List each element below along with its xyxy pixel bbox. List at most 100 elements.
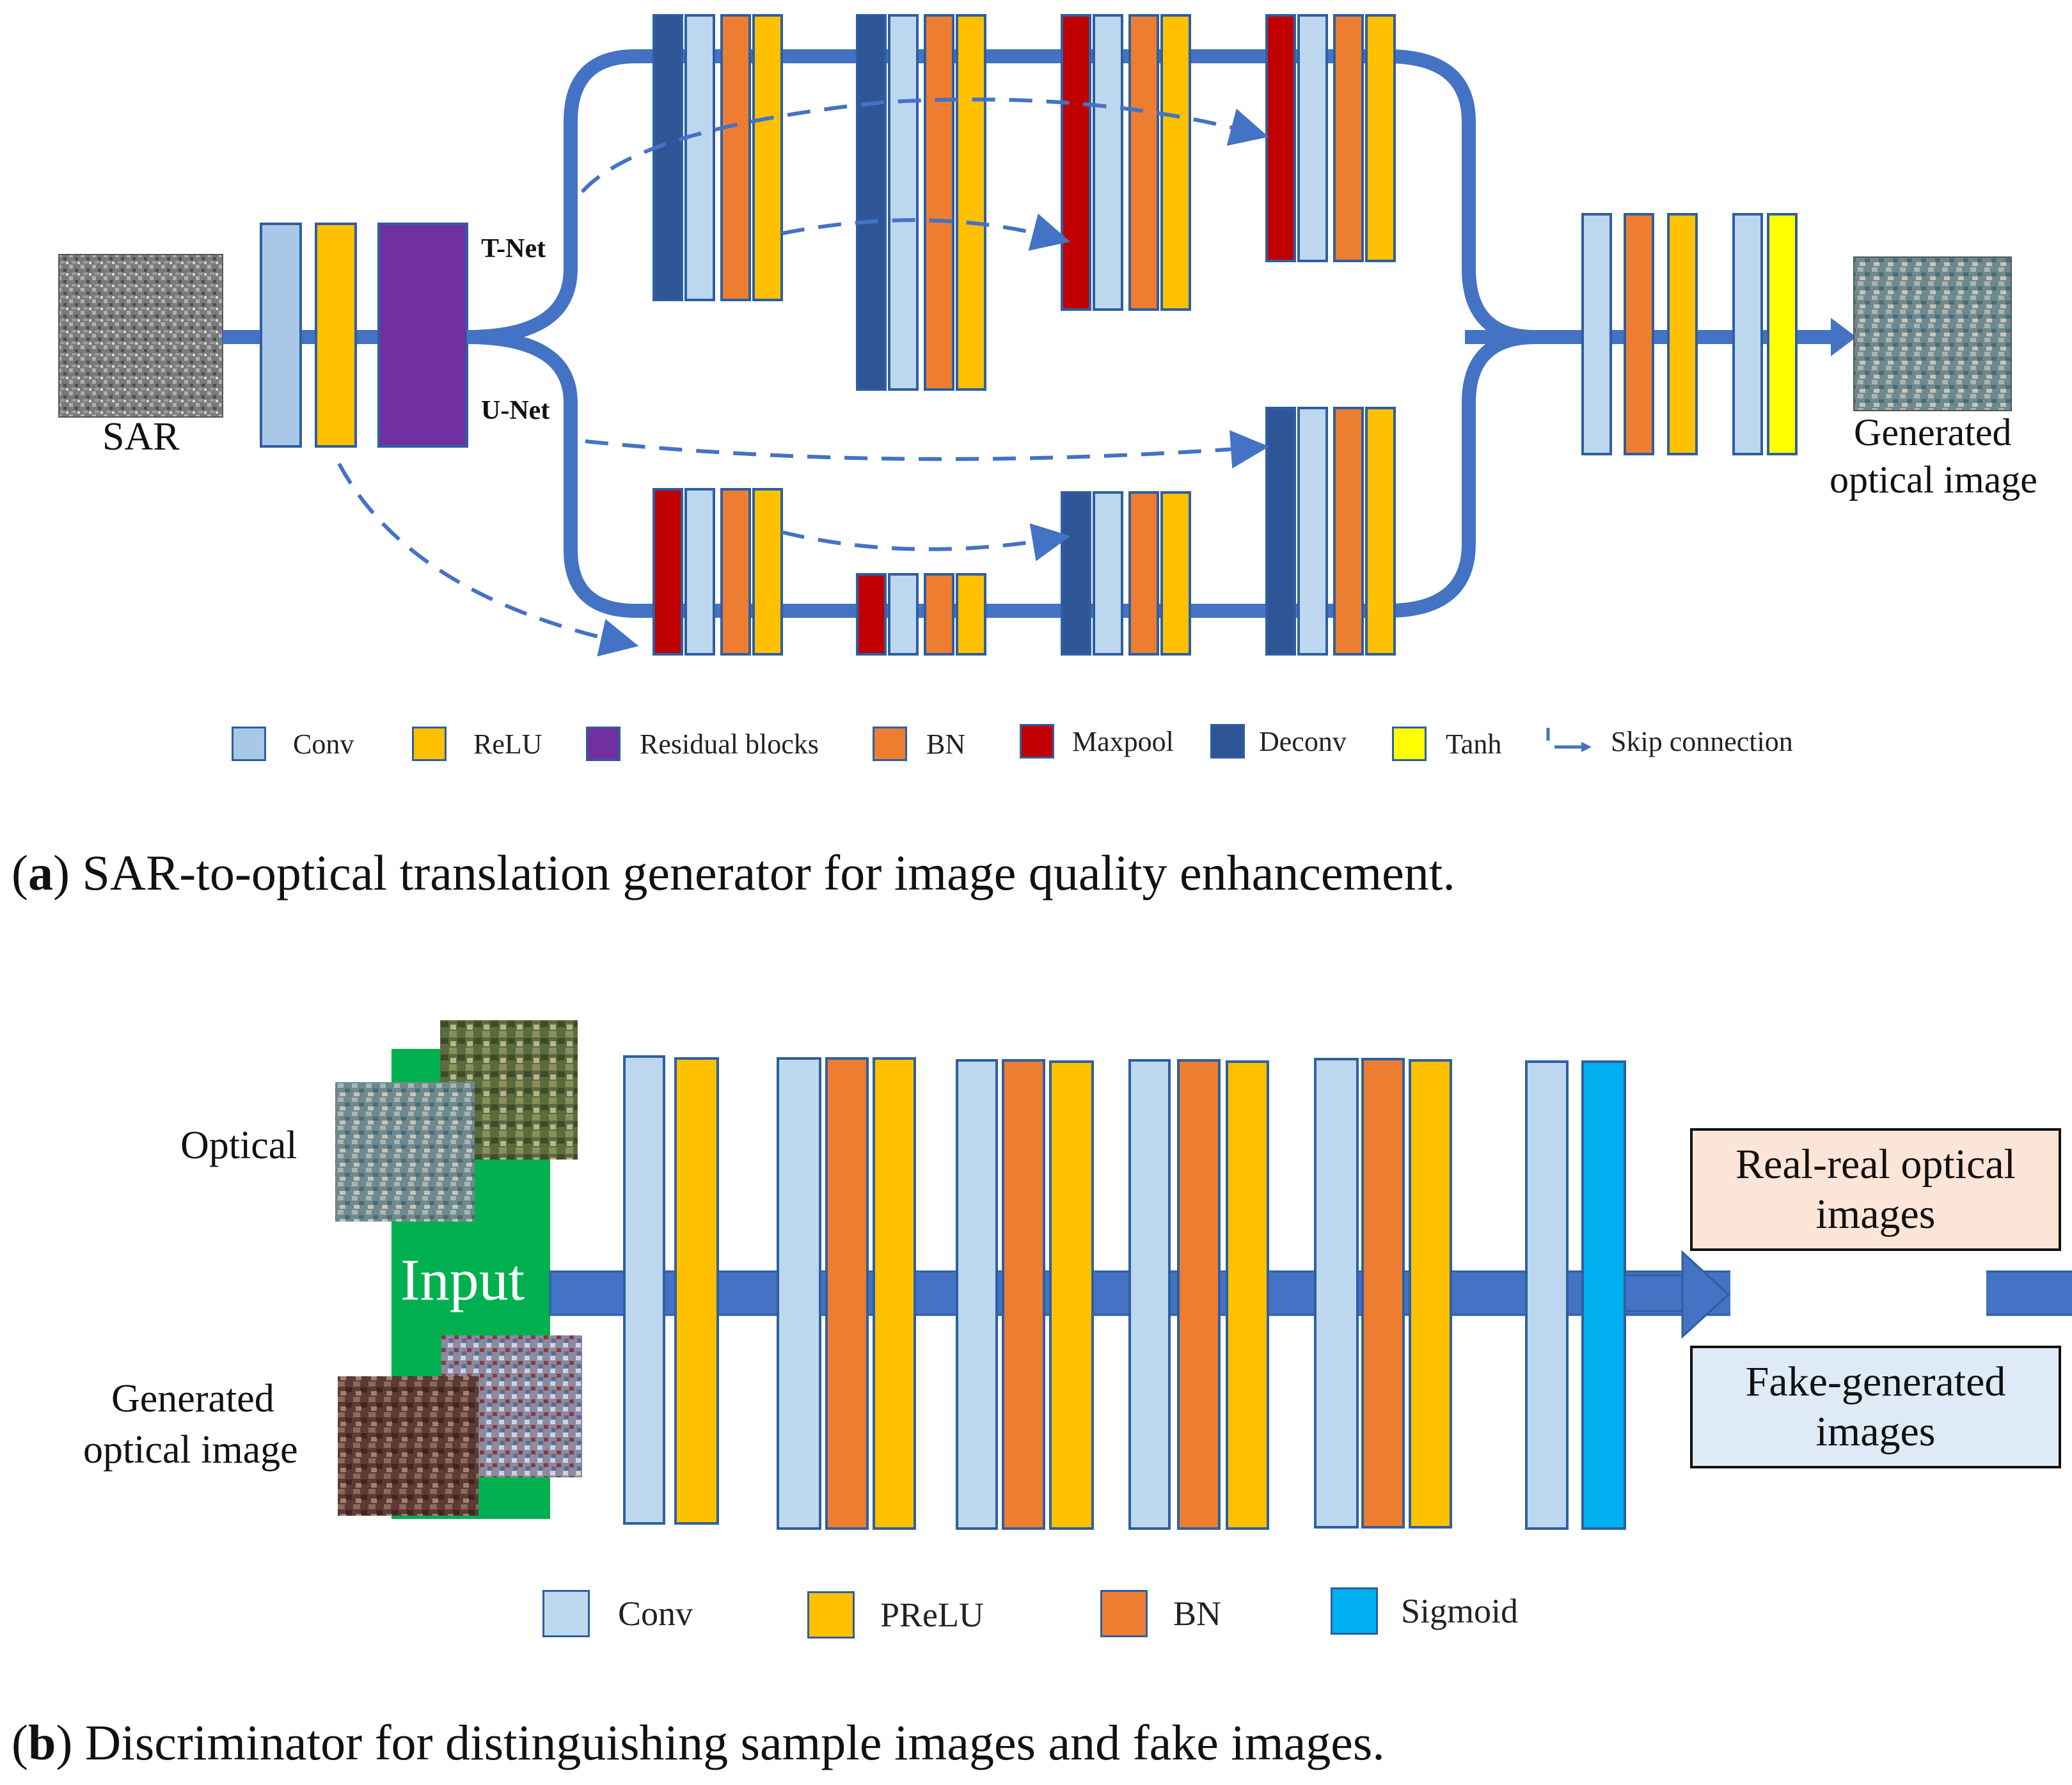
tnet-conv	[1297, 14, 1328, 262]
head-bn	[1624, 213, 1654, 455]
generated-output-label-line1: Generated	[1854, 411, 2012, 453]
legend-item-tanh: Tanh	[1392, 727, 1501, 761]
skip-connection-legend-icon	[1546, 728, 1592, 752]
legend-item-prelu: PReLU	[807, 1591, 984, 1639]
disc-prelu	[1049, 1060, 1094, 1530]
gen-conv-block	[260, 223, 302, 448]
generated-output-label-line2: optical image	[1830, 459, 2037, 501]
legend-item-bn: BN	[1100, 1590, 1221, 1637]
caption-a-text: SAR-to-optical translation generator for…	[69, 845, 1455, 900]
fake-images-box: Fake-generated images	[1690, 1346, 2061, 1468]
fake-box-line1: Fake-generated	[1745, 1358, 2006, 1405]
skip-connection	[580, 97, 1269, 194]
generator-output-arrow	[1831, 318, 1856, 356]
tnet-relu	[1160, 14, 1191, 311]
gen-relu-block	[315, 223, 357, 448]
disc-bn	[1002, 1059, 1045, 1530]
legend-swatch-prelu	[807, 1591, 855, 1639]
real-box-line2: images	[1815, 1191, 1936, 1238]
unet-conv	[888, 573, 919, 656]
unet-label: U-Net	[481, 396, 550, 425]
unet-relu	[1160, 491, 1191, 656]
unet-relu	[752, 488, 783, 656]
legend-item-maxpool: Maxpool	[1020, 724, 1174, 759]
tnet-conv	[1093, 14, 1123, 311]
caption-b-text: Discriminator for distinguishing sample …	[72, 1715, 1385, 1770]
disc-conv	[1128, 1059, 1171, 1530]
skip-connection	[337, 462, 639, 657]
disc-conv	[1525, 1060, 1569, 1530]
caption-a-letter: a	[28, 845, 53, 900]
tnet-maxpool	[1061, 14, 1091, 311]
head-tanh	[1767, 213, 1798, 455]
legend-item-sigmoid: Sigmoid	[1331, 1587, 1518, 1635]
unet-maxpool	[856, 573, 887, 656]
tnet-pipe	[466, 49, 1536, 344]
unet-conv	[684, 488, 715, 656]
disc-output-pipe	[1624, 1274, 1684, 1312]
head-conv	[1581, 213, 1612, 455]
disc-sigmoid	[1581, 1060, 1626, 1530]
generated-optical-image	[1853, 256, 2012, 411]
unet-conv	[1297, 407, 1328, 656]
disc-bn	[1177, 1059, 1221, 1530]
legend-label: Tanh	[1446, 728, 1502, 760]
generated-label-line2: optical image	[83, 1428, 298, 1472]
tnet-relu	[956, 14, 986, 391]
legend-label: ReLU	[473, 728, 542, 760]
tnet-bn	[1333, 14, 1364, 262]
tnet-relu	[752, 14, 783, 301]
tnet-bn	[720, 14, 751, 301]
disc-prelu	[873, 1057, 916, 1530]
skip-connections	[337, 97, 1269, 657]
input-label: Input	[400, 1247, 525, 1312]
disc-prelu	[674, 1057, 719, 1525]
legend-label: BN	[926, 728, 966, 760]
head-relu	[1667, 213, 1698, 455]
skip-connection	[781, 213, 1071, 251]
legend-label: Conv	[618, 1594, 693, 1633]
legend-swatch-sigmoid	[1331, 1587, 1378, 1635]
tnet-conv	[684, 14, 715, 301]
head-conv	[1732, 213, 1763, 455]
legend-swatch-bn	[873, 727, 907, 761]
unet-maxpool	[652, 488, 683, 656]
legend-item-conv: Conv	[542, 1590, 693, 1637]
legend-item-skip: Skip connection	[1546, 724, 1793, 759]
legend-item-residual: Residual blocks	[586, 727, 819, 761]
generated-image-front	[338, 1376, 478, 1516]
gen-residual-blocks	[377, 223, 468, 448]
skip-connection	[781, 523, 1071, 562]
legend-swatch-maxpool	[1020, 724, 1054, 759]
tnet-bn	[924, 14, 954, 391]
caption-b: (b) Discriminator for distinguishing sam…	[12, 1715, 1385, 1770]
unet-bn	[1128, 491, 1159, 656]
legend-swatch-conv	[232, 727, 266, 761]
legend-label: Residual blocks	[640, 728, 819, 760]
unet-bn	[1333, 407, 1364, 656]
disc-output-arrow	[1681, 1250, 1730, 1339]
sar-label: SAR	[102, 415, 180, 459]
disc-prelu	[1226, 1060, 1269, 1530]
fake-images-text: Fake-generated images	[1746, 1357, 2006, 1457]
disc-prelu	[1409, 1059, 1452, 1529]
optical-image-front	[335, 1082, 475, 1222]
fake-box-line2: images	[1815, 1408, 1936, 1455]
tnet-maxpool	[1265, 14, 1296, 262]
unet-bn	[924, 573, 954, 656]
disc-bn	[825, 1057, 869, 1530]
legend-swatch-residual	[586, 727, 621, 761]
tnet-label: T-Net	[481, 234, 546, 263]
skip-connection	[585, 430, 1269, 469]
caption-a: (a) SAR-to-optical translation generator…	[12, 845, 1455, 900]
optical-label: Optical	[180, 1124, 297, 1167]
unet-relu	[956, 573, 986, 656]
tnet-conv	[888, 14, 919, 391]
legend-swatch-tanh	[1392, 727, 1427, 761]
unet-bn	[720, 488, 751, 656]
unet-conv	[1093, 491, 1123, 656]
tnet-deconv	[856, 14, 887, 391]
legend-label: Maxpool	[1072, 725, 1174, 757]
